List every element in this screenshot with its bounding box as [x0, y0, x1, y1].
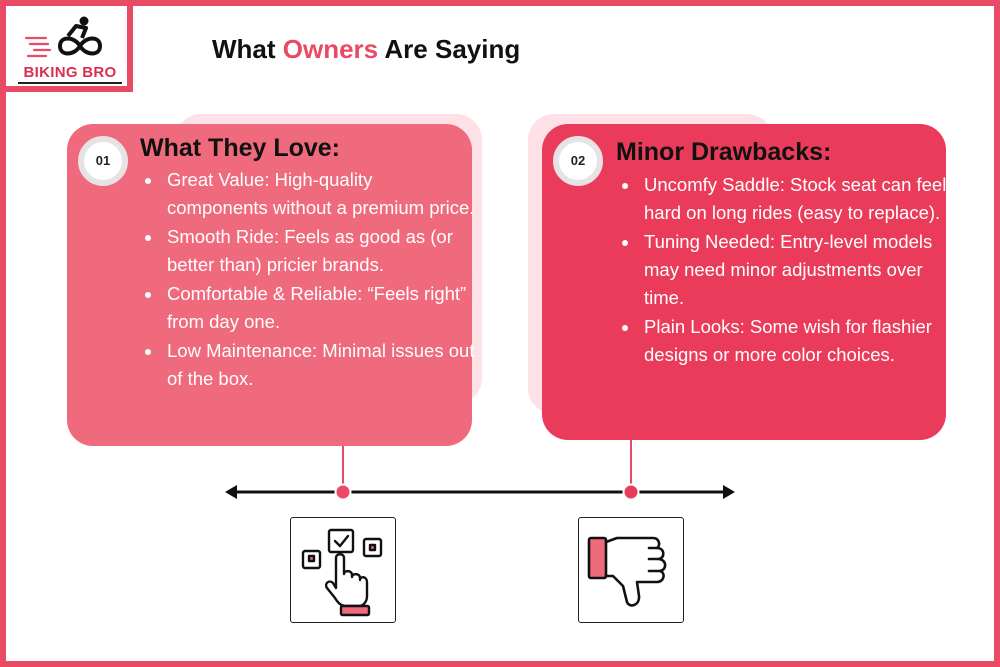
card-love	[67, 124, 472, 446]
checkbox-click-icon	[301, 528, 383, 617]
timeline-arrow	[225, 483, 735, 501]
cyclist-logo-icon	[24, 16, 103, 58]
timeline-dot-drawbacks	[622, 483, 640, 501]
connector-line-love	[342, 446, 344, 488]
list-item: Tuning Needed: Entry-level models may ne…	[640, 228, 950, 312]
icon-box-love	[290, 517, 396, 623]
page-title: What Owners Are Saying	[212, 34, 520, 65]
step-badge-01: 01	[78, 136, 128, 186]
list-item: Smooth Ride: Feels as good as (or better…	[163, 223, 475, 279]
timeline-dot-love	[334, 483, 352, 501]
arrow-right-icon	[723, 485, 735, 499]
list-item: Plain Looks: Some wish for flashier desi…	[640, 313, 950, 369]
icon-box-drawbacks	[578, 517, 684, 623]
drawbacks-list: Uncomfy Saddle: Stock seat can feel hard…	[618, 171, 950, 370]
card-title-drawbacks: Minor Drawbacks:	[616, 138, 832, 166]
love-list: Great Value: High-quality components wit…	[141, 166, 475, 394]
title-part-before: What	[212, 34, 283, 64]
list-item: Comfortable & Reliable: “Feels right” fr…	[163, 280, 475, 336]
brand-logo: BIKING BRO	[0, 0, 133, 92]
connector-line-drawbacks	[630, 440, 632, 488]
arrow-left-icon	[225, 485, 237, 499]
title-highlight: Owners	[282, 34, 379, 64]
step-badge-02: 02	[553, 136, 603, 186]
title-part-after: Are Saying	[378, 34, 521, 64]
card-drawbacks	[542, 124, 946, 440]
thumbs-down-icon	[587, 536, 667, 607]
brand-underline	[18, 82, 122, 84]
list-item: Great Value: High-quality components wit…	[163, 166, 475, 222]
brand-name: BIKING BRO	[23, 64, 117, 81]
card-title-love: What They Love:	[140, 134, 341, 162]
list-item: Low Maintenance: Minimal issues out of t…	[163, 337, 475, 393]
list-item: Uncomfy Saddle: Stock seat can feel hard…	[640, 171, 950, 227]
